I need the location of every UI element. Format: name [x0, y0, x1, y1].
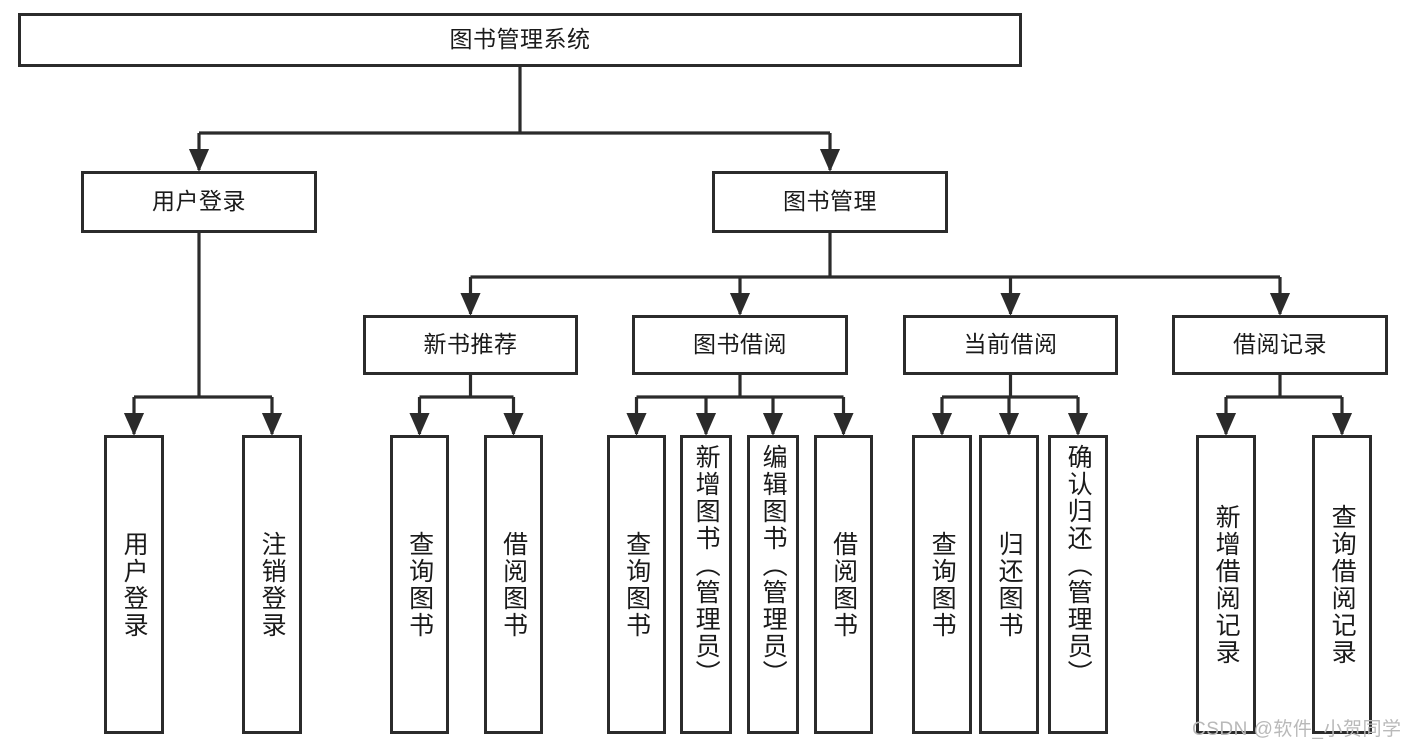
node-leaf-add-record[interactable]: 新增借阅记录: [1196, 435, 1256, 734]
node-leaf-edit-book[interactable]: 编辑图书（管理员）: [747, 435, 799, 734]
node-label: 图书管理系统: [449, 26, 591, 53]
node-root[interactable]: 图书管理系统: [18, 13, 1022, 67]
node-leaf-user-login[interactable]: 用户登录: [104, 435, 164, 734]
node-label: 确认归还（管理员）: [1064, 444, 1093, 687]
node-newbook[interactable]: 新书推荐: [363, 315, 578, 375]
node-label: 用户登录: [120, 530, 149, 639]
node-leaf-borrow-book-2[interactable]: 借阅图书: [814, 435, 873, 734]
node-records[interactable]: 借阅记录: [1172, 315, 1388, 375]
node-label: 借阅图书: [829, 530, 858, 639]
node-label: 当前借阅: [963, 331, 1058, 358]
node-label: 注销登录: [258, 530, 287, 639]
node-leaf-borrow-book-1[interactable]: 借阅图书: [484, 435, 543, 734]
node-leaf-add-book[interactable]: 新增图书（管理员）: [680, 435, 732, 734]
node-label: 图书借阅: [693, 331, 787, 358]
node-label: 新增借阅记录: [1212, 503, 1241, 666]
node-label: 图书管理: [783, 188, 877, 215]
node-label: 查询图书: [928, 530, 957, 639]
node-login[interactable]: 用户登录: [81, 171, 317, 233]
node-label: 新书推荐: [423, 331, 518, 358]
node-label: 查询图书: [405, 530, 434, 639]
node-label: 编辑图书（管理员）: [759, 444, 788, 687]
node-leaf-query-book-2[interactable]: 查询图书: [607, 435, 666, 734]
node-leaf-return-book[interactable]: 归还图书: [979, 435, 1039, 734]
node-leaf-query-book-3[interactable]: 查询图书: [912, 435, 972, 734]
node-label: 新增图书（管理员）: [692, 444, 721, 687]
node-leaf-logout[interactable]: 注销登录: [242, 435, 302, 734]
node-leaf-query-record[interactable]: 查询借阅记录: [1312, 435, 1372, 734]
node-leaf-confirm-return[interactable]: 确认归还（管理员）: [1048, 435, 1108, 734]
node-label: 用户登录: [152, 188, 246, 215]
node-borrow[interactable]: 图书借阅: [632, 315, 848, 375]
node-label: 查询借阅记录: [1328, 503, 1357, 666]
node-label: 查询图书: [622, 530, 651, 639]
node-bookmgmt[interactable]: 图书管理: [712, 171, 948, 233]
node-label: 借阅图书: [499, 530, 528, 639]
watermark-text: CSDN @软件_小贺同学: [1192, 719, 1402, 740]
node-label: 归还图书: [995, 530, 1024, 639]
node-leaf-query-book-1[interactable]: 查询图书: [390, 435, 449, 734]
node-current[interactable]: 当前借阅: [903, 315, 1118, 375]
node-label: 借阅记录: [1233, 331, 1327, 358]
